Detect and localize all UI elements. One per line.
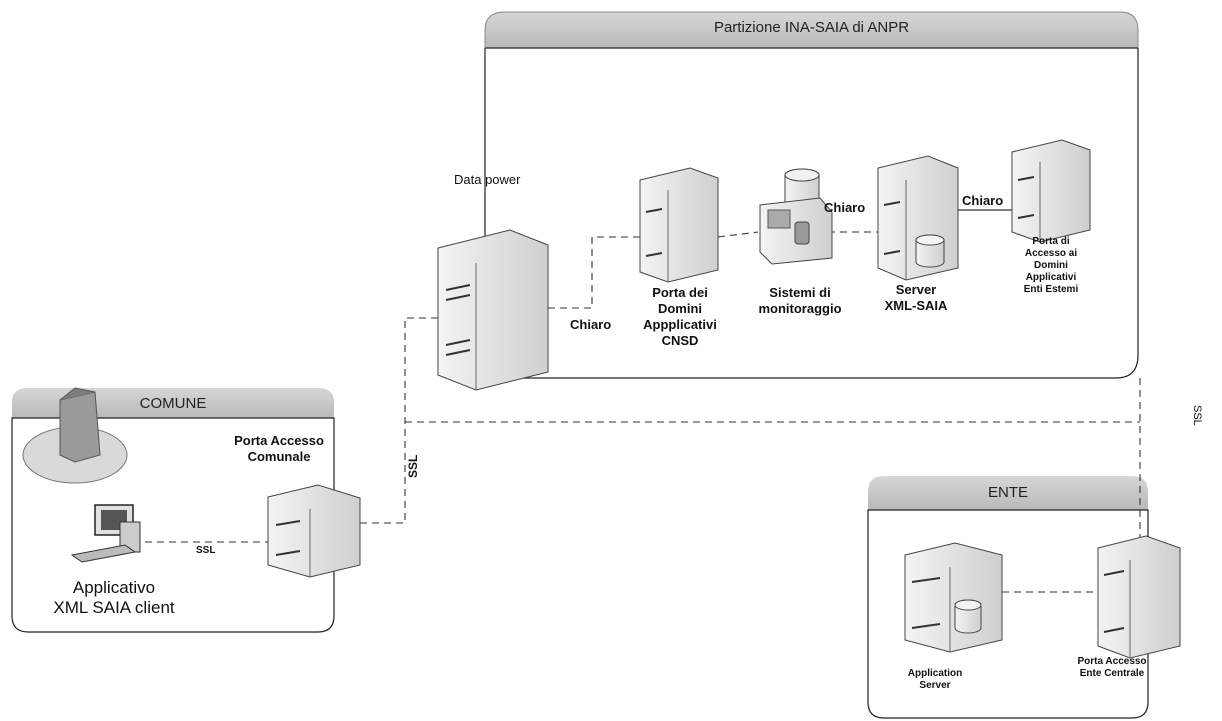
sistemi-monitoraggio-label: Sistemi di monitoraggio (748, 285, 852, 317)
porta-domini-line-2: Domini (657, 301, 703, 316)
sistemi-line-1: Sistemi di (769, 285, 831, 300)
porta-enti-line-3: Domini (1034, 260, 1068, 271)
link-label-ssl-client: SSL (196, 545, 216, 556)
porta-domini-line-1: Porta dei (652, 285, 708, 300)
porta-accesso-comunale-label: Porta Accesso Comunale (216, 433, 342, 465)
server-xml-saia-label: Server XML-SAIA (868, 282, 964, 314)
link-label-chiaro-monitor: Chiaro (824, 200, 866, 215)
server-icon-porta-domini (639, 167, 719, 283)
ente-container (867, 476, 1149, 719)
porta-ente-centrale-label: Porta Accesso Ente Centrale (1062, 656, 1162, 680)
porta-ente-line-2: Ente Centrale (1079, 668, 1145, 679)
applicativo-line-2: XML SAIA client (53, 598, 175, 617)
server-icon-porta-comunale (267, 484, 361, 578)
application-server-line-2: Server (919, 680, 951, 691)
porta-domini-label: Porta dei Domini Appplicativi CNSD (628, 285, 732, 349)
server-xml-line-2: XML-SAIA (884, 298, 948, 313)
porta-domini-line-3: Appplicativi (643, 317, 717, 332)
server-icon-application-server (904, 542, 1003, 653)
sistemi-line-2: monitoraggio (758, 301, 842, 316)
anpr-partition-title: Partizione INA-SAIA di ANPR (713, 19, 910, 36)
server-icon-data-power (437, 229, 549, 391)
porta-enti-line-1: Porta di (1032, 236, 1070, 247)
porta-enti-line-2: Accesso ai (1024, 248, 1078, 259)
link-label-chiaro-server: Chiaro (962, 193, 1004, 208)
dashed-links (145, 231, 1141, 593)
application-server-line-1: Application (907, 668, 963, 679)
data-power-label: Data power (454, 172, 521, 187)
porta-enti-esterni-label: Porta di Accesso ai Domini Applicativi E… (1006, 236, 1096, 296)
porta-ente-line-1: Porta Accesso (1077, 656, 1147, 667)
server-icon-porta-enti-esterni (1011, 139, 1091, 243)
ente-title: ENTE (987, 484, 1028, 501)
server-icon-xml-saia (877, 155, 959, 281)
porta-comunale-line-1: Porta Accesso (234, 433, 324, 448)
link-label-ssl-vertical: SSL (406, 454, 420, 478)
comune-title: COMUNE (139, 395, 207, 412)
workstation-icon (70, 504, 141, 563)
porta-comunale-line-2: Comunale (247, 449, 311, 464)
server-icon-porta-ente-centrale (1097, 535, 1181, 659)
applicativo-line-1: Applicativo (72, 578, 156, 597)
porta-domini-line-4: CNSD (661, 333, 699, 348)
server-xml-line-1: Server (895, 282, 937, 297)
database-icon (784, 168, 820, 209)
monitoring-device-icon (759, 197, 833, 265)
municipality-icon (22, 387, 128, 484)
applicativo-client-label: Applicativo XML SAIA client (28, 578, 200, 618)
porta-enti-line-4: Applicativi (1025, 272, 1077, 283)
porta-enti-line-5: Enti Estemi (1023, 284, 1079, 295)
link-label-ssl-right: SSL (1191, 405, 1203, 426)
application-server-label: Application Server (890, 668, 980, 692)
link-label-chiaro-datapower: Chiaro (570, 317, 612, 332)
